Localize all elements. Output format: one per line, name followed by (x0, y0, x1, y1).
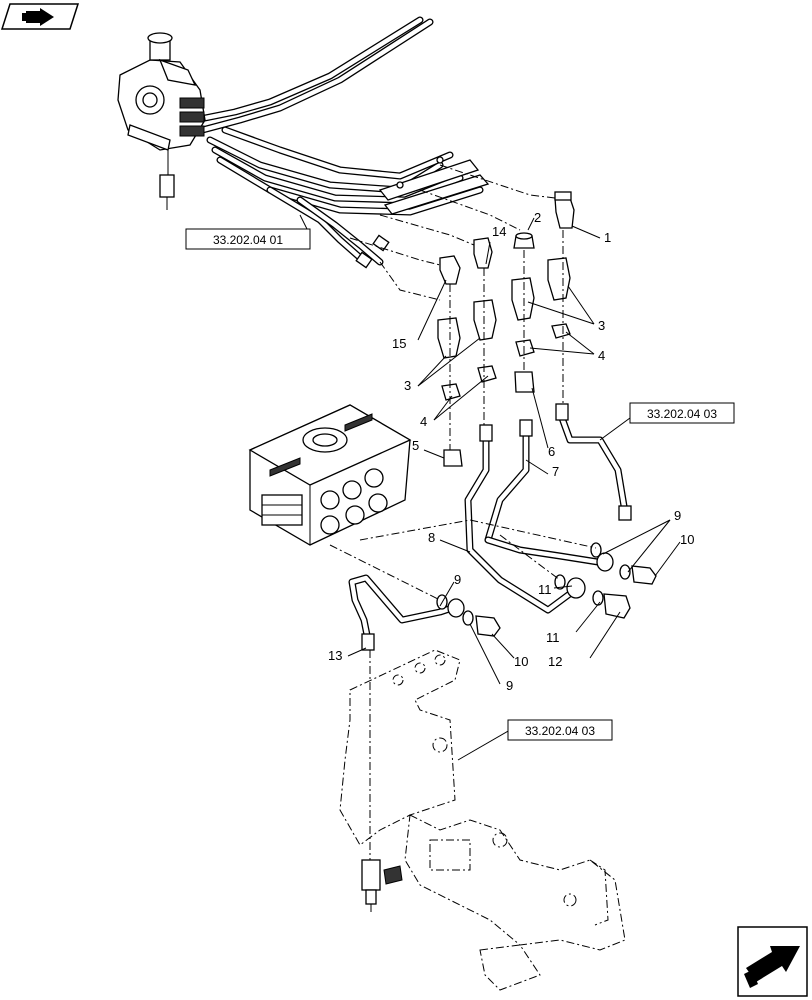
fitting-group-left (437, 237, 497, 467)
reference-box-upper-left[interactable]: 33.202.04 01 (185, 228, 311, 250)
center-lines (329, 164, 597, 860)
callout-5: 5 (412, 438, 419, 453)
callout-6: 6 (548, 444, 555, 459)
callout-11: 11 (538, 582, 552, 597)
fitting-group-right (511, 191, 575, 393)
callout-10: 10 (680, 532, 694, 547)
navigation-arrow-icon[interactable] (737, 926, 808, 997)
reference-box-lower-frame[interactable]: 33.202.04 03 (507, 719, 613, 741)
callout-13: 13 (328, 648, 342, 663)
callout-15: 15 (392, 336, 406, 351)
svg-text:33.202.04 01: 33.202.04 01 (213, 233, 283, 247)
brake-valve (117, 32, 206, 210)
callout-labels: 1 2 3 3 4 4 5 6 7 8 9 9 9 10 10 11 11 12… (328, 210, 694, 693)
svg-text:33.202.04 03: 33.202.04 03 (647, 407, 717, 421)
callout-2: 2 (534, 210, 541, 225)
callout-12: 12 (548, 654, 562, 669)
callout-7: 7 (552, 464, 559, 479)
callout-1: 1 (604, 230, 611, 245)
callout-3: 3 (404, 378, 411, 393)
callout-4: 4 (420, 414, 427, 429)
callout-9: 9 (454, 572, 461, 587)
book-arrow-icon[interactable] (0, 3, 80, 30)
callout-10: 10 (514, 654, 528, 669)
callout-11: 11 (546, 630, 560, 645)
callout-9: 9 (506, 678, 513, 693)
callout-14: 14 (492, 224, 506, 239)
upper-hose-bundle (191, 16, 490, 269)
leader-lines (299, 214, 681, 761)
reference-box-right-pipe[interactable]: 33.202.04 03 (629, 402, 735, 424)
brake-pipes (348, 403, 632, 651)
callout-4: 4 (598, 348, 605, 363)
trailer-control-module (248, 404, 412, 546)
callout-9: 9 (674, 508, 681, 523)
support-frame (339, 649, 626, 991)
banjo-fittings (436, 542, 657, 637)
callout-3: 3 (598, 318, 605, 333)
svg-text:33.202.04 03: 33.202.04 03 (525, 724, 595, 738)
callout-8: 8 (428, 530, 435, 545)
